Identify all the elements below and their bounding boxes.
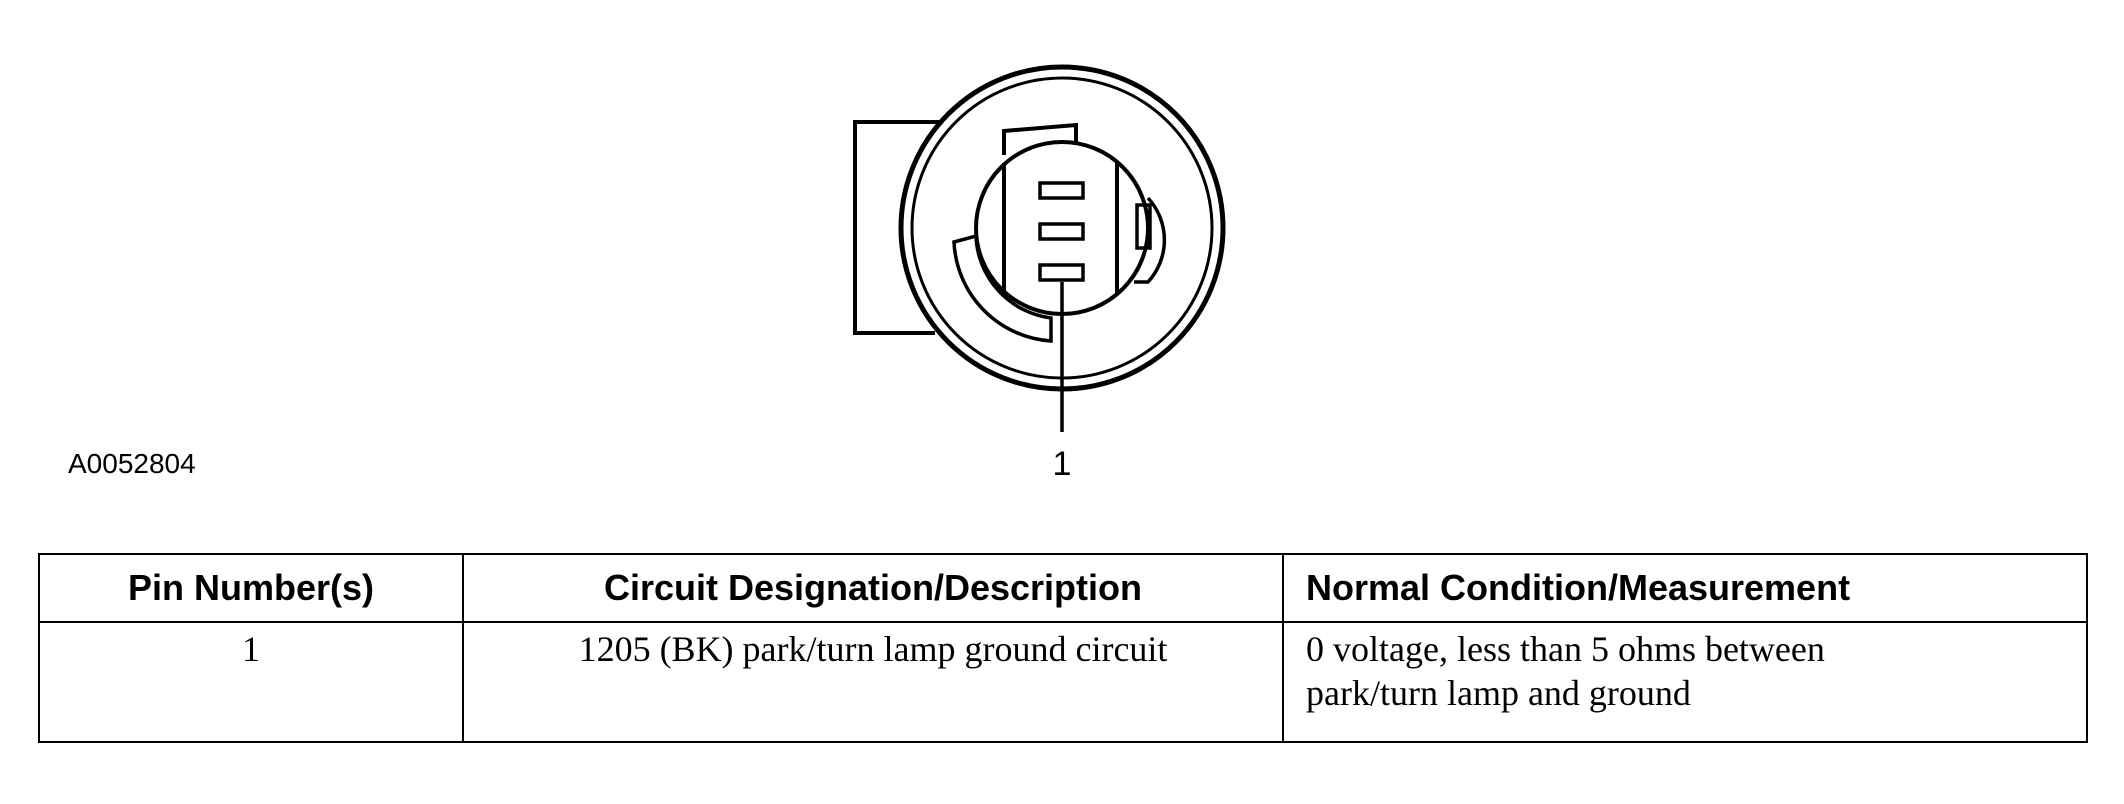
- figure-id: A0052804: [68, 448, 196, 479]
- table-row: 1 1205 (BK) park/turn lamp ground circui…: [38, 621, 2088, 743]
- header-pin-number: Pin Number(s): [38, 553, 464, 623]
- connector-tab: [853, 120, 950, 335]
- cell-pin: 1: [38, 621, 464, 743]
- latch-right-arc: [1134, 196, 1167, 284]
- header-condition: Normal Condition/Measurement: [1282, 553, 2088, 623]
- cell-condition-line-2: park/turn lamp and ground: [1306, 673, 1691, 713]
- connector-diagram: [853, 64, 1226, 432]
- cell-circuit: 1205 (BK) park/turn lamp ground circuit: [462, 621, 1284, 743]
- locking-key-top: [1002, 122, 1078, 155]
- cell-condition-line-1: 0 voltage, less than 5 ohms between: [1306, 629, 1825, 669]
- terminal-slot-middle: [1038, 222, 1085, 241]
- header-circuit: Circuit Designation/Description: [462, 553, 1284, 623]
- cell-condition: 0 voltage, less than 5 ohms between park…: [1282, 621, 2088, 743]
- latch-right: [1135, 203, 1152, 250]
- pin-callout-1: 1: [1052, 445, 1072, 483]
- terminal-slot-top: [1038, 181, 1085, 200]
- table-header-row: Pin Number(s) Circuit Designation/Descri…: [38, 553, 2088, 623]
- pin-table: Pin Number(s) Circuit Designation/Descri…: [38, 553, 2088, 743]
- guide-arc-left: [952, 233, 1053, 343]
- terminal-slot-pin-1: [1038, 263, 1085, 282]
